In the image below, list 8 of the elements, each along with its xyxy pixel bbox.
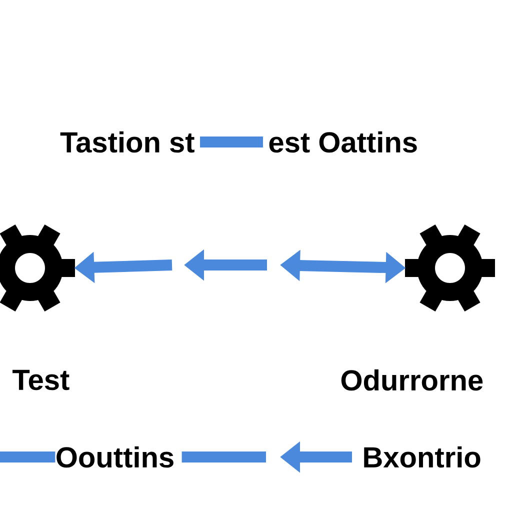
label-text: est Oattins: [269, 131, 417, 153]
label-text: Test: [12, 370, 70, 390]
label-text: Tastion st: [60, 131, 194, 153]
gear-icon: [405, 224, 495, 312]
label-text: Odurrorne: [341, 369, 483, 391]
label-text: Bxontrio: [364, 446, 480, 468]
gear-icon: [0, 224, 75, 312]
label-text: Oouttins: [56, 446, 174, 468]
